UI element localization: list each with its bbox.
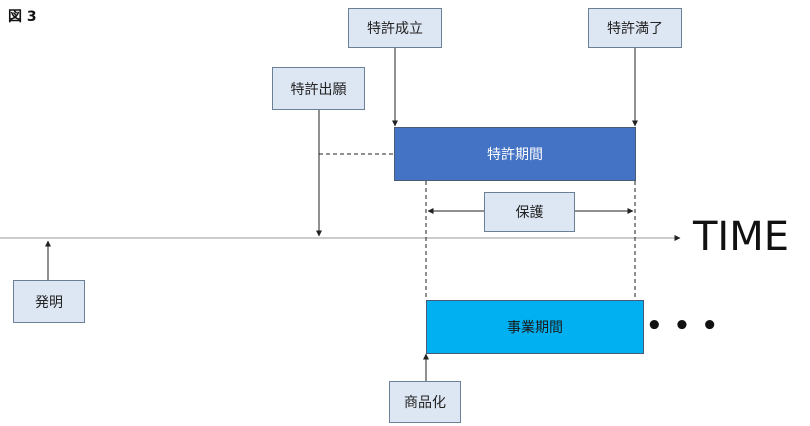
invention-label: 発明 xyxy=(35,294,63,311)
patent-grant-label: 特許成立 xyxy=(367,21,423,37)
figure-label: 図 3 xyxy=(8,9,37,25)
invention-box: 発明 xyxy=(13,280,85,323)
patent-expiry-box: 特許満了 xyxy=(588,8,682,48)
time-axis-label: TIME xyxy=(693,214,790,260)
business-period-label: 事業期間 xyxy=(507,320,563,336)
protection-label: 保護 xyxy=(515,205,544,221)
business-period-bar: 事業期間 xyxy=(426,300,644,354)
patent-filing-label: 特許出願 xyxy=(290,81,347,98)
patent-period-bar: 特許期間 xyxy=(394,127,636,181)
patent-expiry-label: 特許満了 xyxy=(607,21,663,37)
commercialization-box: 商品化 xyxy=(389,381,461,423)
patent-filing-box: 特許出願 xyxy=(272,67,365,110)
patent-period-label: 特許期間 xyxy=(487,147,543,163)
commercialization-label: 商品化 xyxy=(404,395,446,411)
continuation-dots: • • • xyxy=(646,311,719,341)
protection-box: 保護 xyxy=(484,192,575,232)
patent-grant-box: 特許成立 xyxy=(348,8,442,48)
